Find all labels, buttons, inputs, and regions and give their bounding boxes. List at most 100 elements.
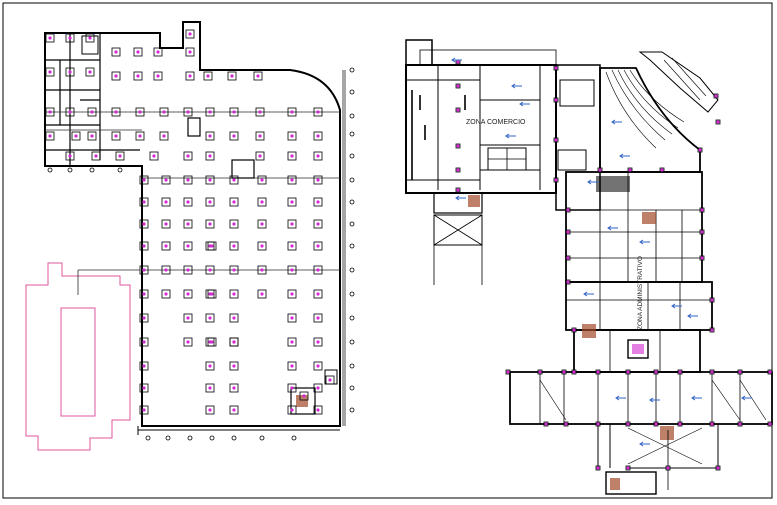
column-marker — [455, 143, 461, 149]
column-marker — [553, 97, 559, 103]
column-dot — [290, 154, 294, 158]
column-marker — [313, 337, 323, 347]
column-dot — [136, 74, 140, 78]
flow-arrow — [691, 395, 702, 401]
column-dot — [290, 178, 294, 182]
column-marker — [229, 241, 239, 251]
column-marker — [627, 167, 633, 173]
column-dot — [290, 408, 294, 412]
column-dot — [260, 178, 264, 182]
column-dot — [596, 422, 600, 426]
column-marker — [715, 119, 721, 125]
column-dot — [316, 200, 320, 204]
bottom-wing — [509, 371, 773, 425]
column-marker — [455, 167, 461, 173]
column-marker — [313, 405, 323, 415]
column-marker — [709, 421, 715, 427]
column-dot — [260, 200, 264, 204]
column-marker — [455, 83, 461, 89]
column-marker — [313, 151, 323, 161]
column-marker — [595, 421, 601, 427]
column-marker — [183, 219, 193, 229]
column-dot — [142, 244, 146, 248]
column-marker — [229, 131, 239, 141]
column-dot — [164, 268, 168, 272]
label-commerce-zone: ZONA COMERCIO — [466, 119, 526, 126]
column-marker — [625, 369, 631, 375]
column-marker — [87, 107, 97, 117]
column-dot — [232, 244, 236, 248]
flow-arrow — [649, 397, 660, 403]
auditorium-seating — [605, 69, 685, 149]
column-dot — [48, 110, 52, 114]
column-marker — [709, 297, 715, 303]
column-marker — [699, 207, 705, 213]
column-marker — [205, 175, 215, 185]
column-marker — [229, 361, 239, 371]
column-dot — [316, 292, 320, 296]
column-dot — [210, 340, 214, 344]
column-marker — [45, 67, 55, 77]
column-marker — [111, 47, 121, 57]
column-marker — [229, 383, 239, 393]
column-marker — [185, 29, 195, 39]
axis-markers-right — [349, 67, 355, 413]
stair-core-b — [187, 117, 201, 137]
column-marker — [65, 107, 75, 117]
column-marker — [45, 131, 55, 141]
stair-core-a — [231, 159, 255, 179]
column-dot — [186, 178, 190, 182]
flow-arrow — [607, 225, 618, 231]
column-dot — [164, 244, 168, 248]
column-dot — [554, 138, 558, 142]
auditorium-fan — [599, 67, 701, 173]
column-marker — [537, 369, 543, 375]
column-dot — [208, 268, 212, 272]
column-dot — [68, 36, 72, 40]
column-marker — [313, 361, 323, 371]
column-marker — [183, 289, 193, 299]
column-marker — [257, 197, 267, 207]
column-marker — [161, 197, 171, 207]
column-marker — [767, 369, 773, 375]
column-dot — [716, 120, 720, 124]
column-marker — [325, 375, 335, 385]
column-dot — [316, 408, 320, 412]
column-dot — [626, 422, 630, 426]
column-marker — [565, 255, 571, 261]
column-marker — [287, 197, 297, 207]
column-dot — [316, 244, 320, 248]
column-dot — [302, 394, 306, 398]
column-dot — [156, 50, 160, 54]
column-marker — [133, 47, 143, 57]
column-marker — [571, 327, 577, 333]
column-marker — [139, 383, 149, 393]
site-outline — [25, 262, 131, 451]
circulation-arrows — [451, 57, 752, 447]
column-marker — [455, 107, 461, 113]
flow-arrow — [451, 57, 462, 63]
flow-arrow — [687, 313, 698, 319]
column-dot — [566, 280, 570, 284]
column-marker — [139, 197, 149, 207]
column-marker — [565, 207, 571, 213]
column-dot — [142, 292, 146, 296]
column-dot — [186, 110, 190, 114]
column-marker — [299, 391, 309, 401]
column-marker — [737, 369, 743, 375]
column-dot — [188, 32, 192, 36]
column-dot — [562, 370, 566, 374]
flow-arrow — [615, 395, 626, 401]
column-marker — [229, 313, 239, 323]
column-marker — [553, 65, 559, 71]
column-marker — [205, 219, 215, 229]
column-marker — [229, 289, 239, 299]
column-marker — [65, 67, 75, 77]
column-marker — [45, 33, 55, 43]
column-dot — [164, 178, 168, 182]
column-dot — [48, 70, 52, 74]
column-marker — [287, 131, 297, 141]
column-marker — [207, 337, 217, 347]
column-marker — [139, 337, 149, 347]
column-dot — [654, 422, 658, 426]
